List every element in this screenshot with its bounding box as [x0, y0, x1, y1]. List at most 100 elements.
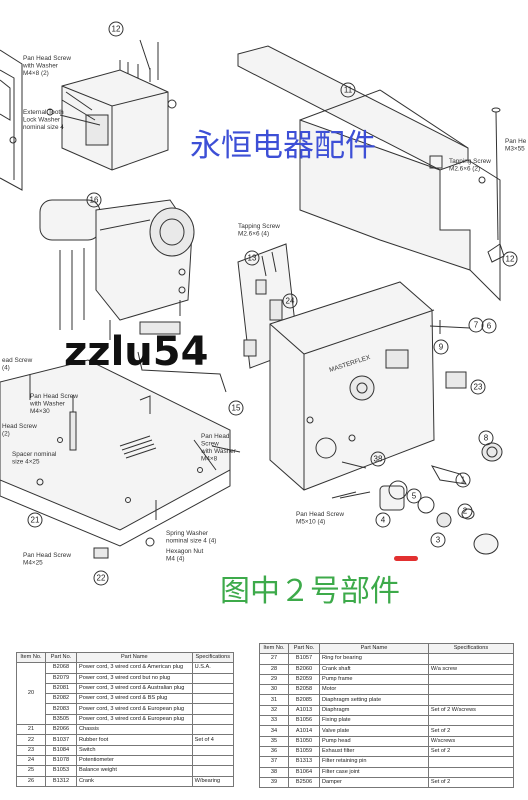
col-specifications: Specifications	[191, 651, 235, 664]
svg-text:Head Screw(2): Head Screw(2)	[2, 423, 37, 438]
cell-part-no: B1312	[45, 775, 77, 787]
cell-part-no: B2506	[288, 776, 320, 789]
svg-text:21: 21	[31, 516, 40, 525]
cell-specifications	[191, 754, 235, 767]
cell-specifications	[427, 684, 515, 696]
cell-specifications	[427, 694, 515, 706]
svg-text:13: 13	[248, 254, 257, 263]
callout-8: 8	[478, 430, 494, 446]
cell-specifications: U.S.A.	[191, 662, 235, 674]
callout-13: 13	[244, 250, 260, 266]
cell-item-no: 23	[16, 744, 46, 756]
cell-part-no: B1056	[288, 715, 320, 727]
callout-numbers: 12 16 11 12 13 24 7 6 9 23 15 8 38 1 5 2…	[27, 21, 518, 586]
cell-specifications: W/screws	[427, 735, 515, 747]
callout-9: 9	[433, 339, 449, 355]
callout-16: 16	[86, 192, 102, 208]
svg-text:2: 2	[463, 507, 468, 516]
cell-specifications	[427, 766, 515, 778]
callout-5: 5	[406, 488, 422, 504]
callout-11: 11	[340, 82, 356, 98]
callout-2: 2	[457, 503, 473, 519]
callout-3: 3	[430, 532, 446, 548]
vent-slots	[119, 435, 157, 459]
col-item-no: Item No.	[259, 642, 289, 655]
spacer-and-screws	[69, 351, 357, 559]
cell-part-no: B1084	[45, 744, 77, 756]
callout-22: 22	[93, 570, 109, 586]
svg-text:15: 15	[232, 404, 241, 413]
col-part-no: Part No.	[45, 651, 77, 664]
cell-specifications	[191, 703, 235, 715]
col-specifications: Specifications	[427, 642, 515, 655]
cell-specifications	[427, 653, 515, 665]
cell-specifications	[191, 672, 235, 684]
cell-part-name: Power cord, 3 wired cord & BS plug	[76, 693, 193, 705]
cell-item-no: 30	[259, 684, 289, 696]
svg-text:8: 8	[484, 434, 489, 443]
cell-part-name: Diaphragm	[319, 704, 429, 717]
cell-specifications: W/a screw	[427, 663, 515, 675]
cell-part-no: B2060	[288, 663, 320, 675]
callout-12: 12	[502, 251, 518, 267]
cell-part-name: Exhaust filter	[319, 745, 429, 758]
cell-item-no: 33	[259, 715, 289, 727]
cell-item-no: 37	[259, 756, 289, 768]
cell-part-no: B1059	[288, 745, 320, 758]
cell-part-name: Pump head	[319, 735, 429, 747]
callout-4: 4	[375, 512, 391, 528]
switch-knob-parts	[339, 320, 503, 555]
cell-part-no: B2083	[45, 703, 77, 715]
cell-part-name: Power cord, 3 wired cord & Australian pl…	[76, 682, 193, 695]
cell-part-no: B2058	[288, 684, 320, 696]
cell-part-name: Rubber foot	[76, 734, 193, 746]
callout-24: 24	[282, 293, 298, 309]
col-part-name: Part Name	[319, 642, 429, 655]
parts-table-left: Item No. Part No. Part Name Specificatio…	[16, 651, 235, 787]
svg-text:12: 12	[506, 255, 515, 264]
cell-part-no: B2059	[288, 673, 320, 686]
svg-text:6: 6	[487, 322, 492, 331]
cell-specifications: Set of 4	[191, 734, 235, 746]
pump-motor-assembly	[39, 199, 195, 340]
col-part-no: Part No.	[288, 642, 320, 655]
front-panel: MASTERFLEX	[269, 281, 435, 491]
svg-text:4: 4	[381, 516, 386, 525]
callout-1: 1	[455, 472, 471, 488]
svg-text:16: 16	[90, 196, 99, 205]
cell-part-no: B1057	[288, 653, 320, 665]
cell-part-name: Filter case joint	[319, 766, 429, 778]
cell-part-name: Filter retaining pin	[319, 756, 429, 768]
cell-specifications	[191, 744, 235, 756]
cell-item-no: 35	[259, 735, 289, 747]
cell-part-no: B2085	[288, 694, 320, 706]
cell-part-name: Diaphragm setting plate	[319, 694, 429, 706]
parts-table-right: Item No. Part No. Part Name Specificatio…	[259, 642, 515, 789]
cell-specifications	[427, 756, 515, 768]
cell-part-no: A1014	[288, 725, 320, 737]
cell-part-name: Balance weight	[76, 765, 193, 777]
cell-item-no: 25	[16, 765, 46, 777]
cell-part-name: Motor	[319, 684, 429, 696]
cell-part-no: B2079	[45, 672, 77, 684]
cell-item-no: 39	[259, 776, 289, 789]
table-header-row: Item No. Part No. Part Name Specificatio…	[259, 642, 515, 655]
